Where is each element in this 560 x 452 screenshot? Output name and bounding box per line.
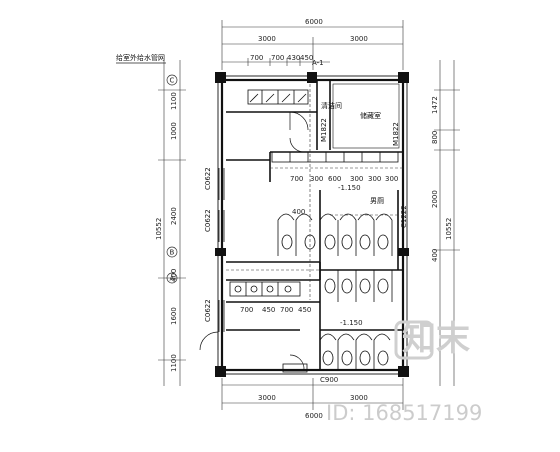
window-markers [218, 168, 225, 332]
right-seg-2: 800 [431, 131, 439, 144]
left-seg-4: 400 [170, 269, 178, 282]
left-total-dim: 10552 [155, 218, 163, 240]
top-seg-3: 430 [287, 54, 300, 62]
window-label-2: C0622 [204, 209, 212, 232]
bottom-mid-label: C900 [320, 376, 338, 384]
level-mark-1: -1.150 [338, 184, 361, 192]
door-label-1: M1822 [320, 118, 328, 142]
door-label-2: M1822 [392, 122, 400, 146]
bottom-total-dim: 6000 [305, 412, 323, 420]
bottom-left-dim: 3000 [258, 394, 276, 402]
right-dimensions [434, 60, 460, 386]
top-right-dim: 3000 [350, 35, 368, 43]
inner-dim-6: 300 [385, 175, 398, 183]
window-label-3: C0622 [204, 299, 212, 322]
axis-mark-b: B [170, 249, 175, 257]
urinals-row-1 [271, 151, 399, 163]
room-male-toilet: 男厕 [370, 197, 384, 205]
wash-basins-top [247, 89, 309, 105]
window-label-1: C0622 [204, 167, 212, 190]
left-axis-circles [166, 74, 178, 284]
top-seg-4: 450 [300, 54, 313, 62]
top-total-dim: 6000 [305, 18, 323, 26]
right-seg-1: 1472 [431, 96, 439, 114]
axis-mark-top: A-1 [312, 59, 324, 67]
inner-dim-10: 700 [280, 306, 293, 314]
bottom-right-dim: 3000 [350, 394, 368, 402]
top-dimensions [221, 20, 404, 70]
right-seg-4: 400 [431, 249, 439, 262]
columns [215, 72, 409, 377]
watermark: 知末 ID: 168517199 [326, 319, 482, 425]
axis-mark-c: C [170, 77, 175, 85]
left-seg-6: 1100 [170, 354, 178, 372]
toilet-stalls-row-3 [282, 333, 391, 373]
inner-dim-5: 300 [368, 175, 381, 183]
left-seg-3: 2400 [170, 207, 178, 225]
inner-dim-1: 700 [290, 175, 303, 183]
right-total-dim: 10552 [445, 218, 453, 240]
room-cleaning: 清洁间 [321, 101, 342, 110]
inner-dim-7: 400 [292, 208, 305, 216]
inner-dim-8: 700 [240, 306, 253, 314]
bottom-dimensions [221, 378, 404, 410]
toilet-stalls-row-1 [277, 213, 393, 256]
axis-mark-a: A [170, 275, 175, 283]
toilet-stalls-row-2 [324, 270, 393, 302]
watermark-id: ID: 168517199 [326, 401, 482, 425]
inner-dim-11: 450 [298, 306, 311, 314]
left-seg-2: 1000 [170, 122, 178, 140]
top-seg-2: 700 [271, 54, 284, 62]
level-mark-2: -1.150 [340, 319, 363, 327]
top-left-dim: 3000 [258, 35, 276, 43]
watermark-logo: 知末 [402, 319, 470, 359]
left-dimensions [158, 60, 186, 386]
door-label-3: C1222 [400, 205, 408, 228]
sink-row-middle [229, 281, 301, 297]
right-seg-3: 2000 [431, 190, 439, 208]
storage-room [332, 83, 400, 149]
left-seg-5: 1600 [170, 307, 178, 325]
inner-dim-9: 450 [262, 306, 275, 314]
left-seg-1: 1100 [170, 92, 178, 110]
inner-dim-2: 300 [310, 175, 323, 183]
inner-dim-3: 600 [328, 175, 341, 183]
inner-dim-4: 300 [350, 175, 363, 183]
room-storage: 储藏室 [360, 111, 381, 120]
plan-title: 给室外给水管网 [116, 53, 165, 62]
top-seg-1: 700 [250, 54, 263, 62]
